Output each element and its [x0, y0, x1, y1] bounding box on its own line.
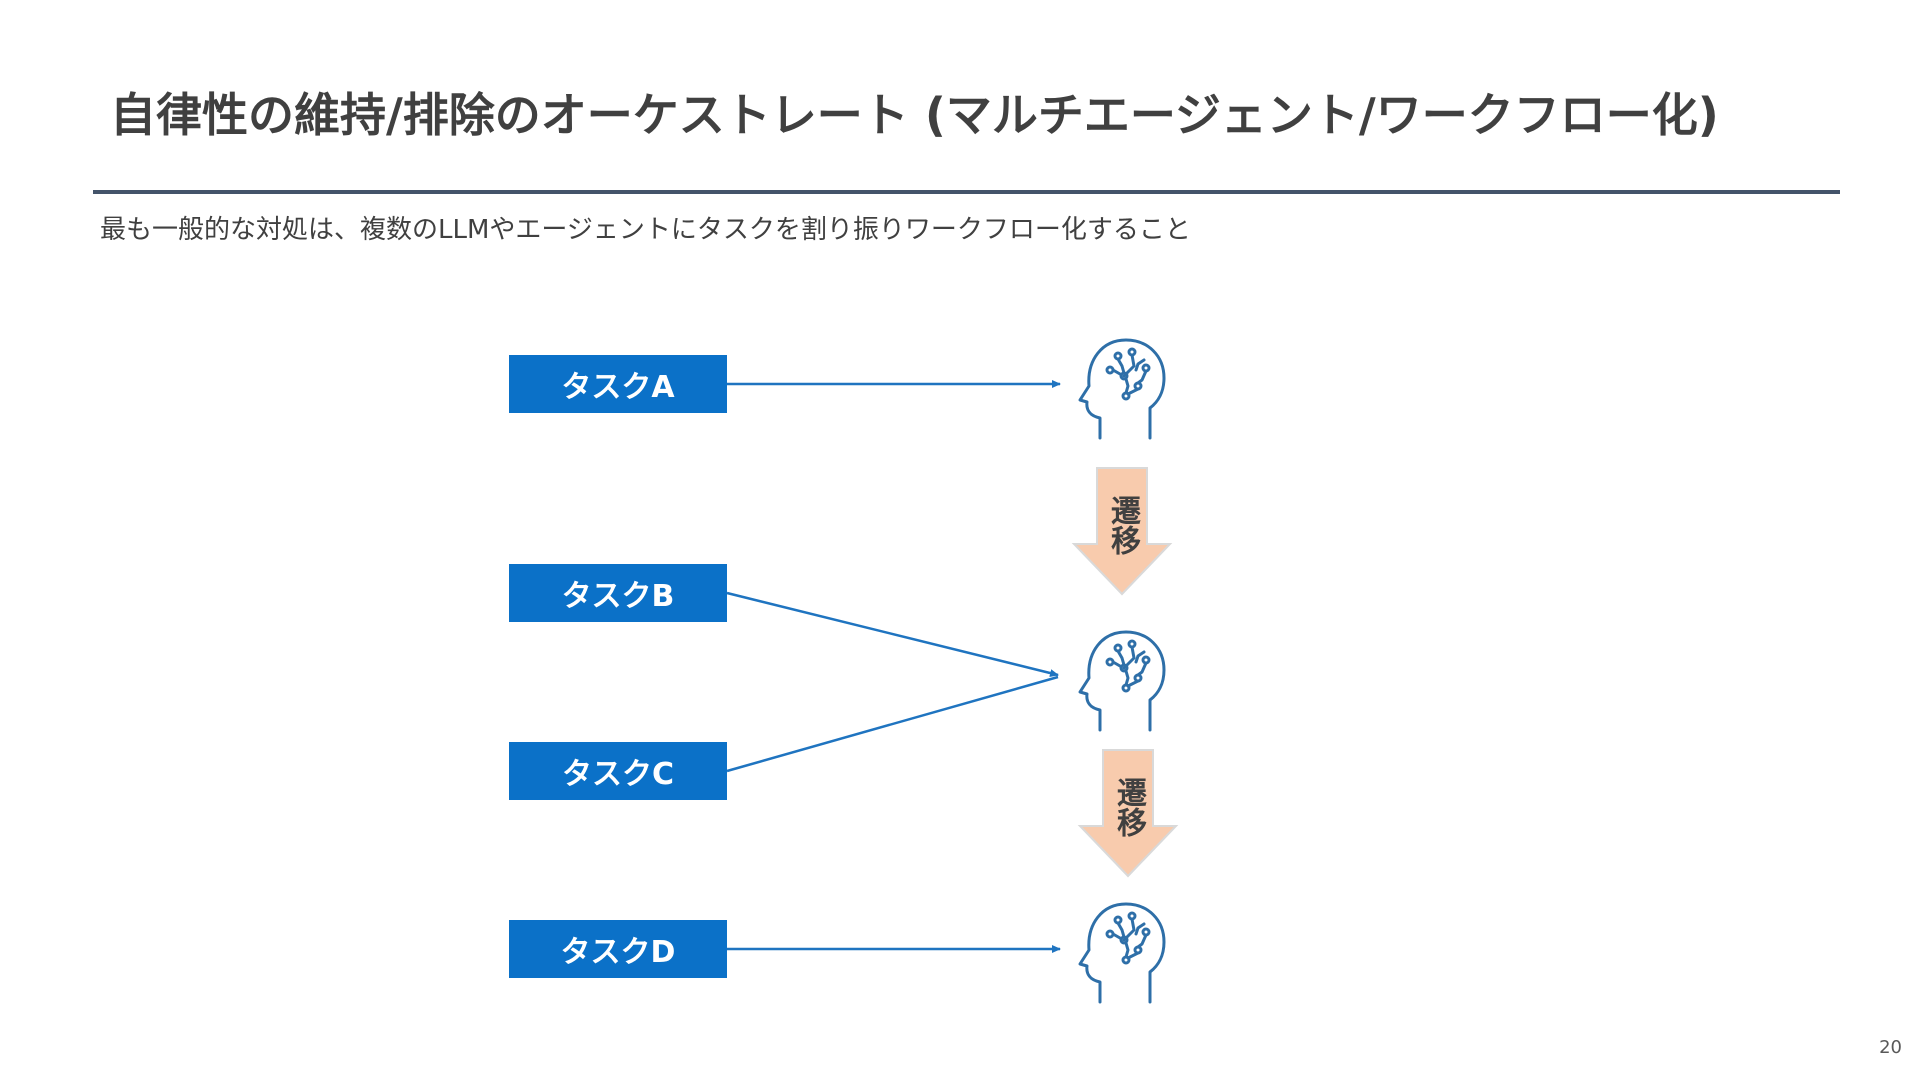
task-box-c: タスクC	[509, 742, 727, 800]
task-box-b: タスクB	[509, 564, 727, 622]
ai-head-icon	[1070, 894, 1170, 1004]
connector-task-c	[726, 675, 1059, 773]
page-number: 20	[1879, 1037, 1902, 1058]
transition-label-1: 遷移	[1105, 495, 1140, 555]
ai-head-icon	[1070, 330, 1170, 440]
transition-arrow-2: 遷移	[1076, 748, 1180, 878]
down-arrow-icon	[1077, 749, 1179, 878]
title-divider	[93, 190, 1840, 194]
task-box-a: タスクA	[509, 355, 727, 413]
connector-task-b	[726, 591, 1059, 677]
slide-subtitle: 最も一般的な対処は、複数のLLMやエージェントにタスクを割り振りワークフロー化す…	[100, 215, 1191, 245]
transition-label-2: 遷移	[1111, 777, 1146, 837]
slide-title: 自律性の維持/排除のオーケストレート (マルチエージェント/ワークフロー化)	[110, 88, 1719, 142]
down-arrow-icon	[1071, 467, 1173, 596]
transition-arrow-1: 遷移	[1070, 466, 1174, 596]
ai-head-icon	[1070, 622, 1170, 732]
task-box-d: タスクD	[509, 920, 727, 978]
